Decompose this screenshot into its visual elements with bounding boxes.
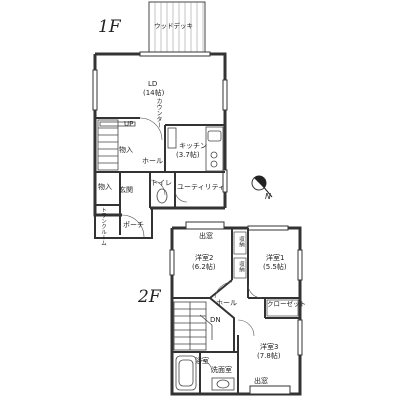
bathtub-2f [175,355,197,391]
interior-walls-2f [172,228,300,394]
closet-a-2f: 収納 [238,236,244,247]
door-swings-2f [199,281,263,373]
washbasin-2f [211,377,235,391]
room-ld: LD [148,80,158,88]
room-western1: 洋室1 [266,254,285,262]
label-bay-window-top: 出窓 [199,232,213,240]
closets-2f [233,231,299,317]
room-entrance: 玄関 [119,186,133,194]
room-western1-size: (5.5帖) [263,263,287,271]
room-porch: ポーチ [123,221,144,229]
interior-walls-1f [94,117,225,239]
room-closet-2f: クローゼット [267,300,306,308]
stairs-2f [173,301,213,351]
label-bay-window-bottom: 出窓 [254,377,268,385]
toilet-1f [156,188,168,204]
room-hall-2f: ホール [216,299,237,307]
room-utility: ユーティリティ [177,183,226,191]
room-western3-size: (7.8帖) [257,352,281,360]
kitchen-fixtures-1f [167,126,224,172]
floor-title-2f: 2F [138,287,161,307]
windows-1f [92,51,228,193]
room-western2: 洋室2 [195,254,214,262]
room-washroom: 洗面室 [211,366,232,374]
room-storage2-1f: 物入 [98,183,112,191]
floor-title-1f: 1F [98,17,121,37]
closet-b-2f: 収納 [238,261,244,272]
windows-2f [169,221,303,395]
walls-2f [170,226,302,396]
room-hall-1f: ホール [142,157,163,165]
room-ld-size: (14帖) [143,89,165,97]
room-western2-size: (6.2帖) [192,263,216,271]
stairs-1f [97,119,136,171]
room-trunk: トランクルーム [100,207,106,246]
label-dn: DN [210,316,221,324]
door-swings-1f [121,117,188,238]
room-kitchen: キッチン [179,142,207,150]
north-arrow-icon [251,175,273,198]
label-counter: カウンター [155,98,162,128]
room-bath: 浴室 [195,357,209,365]
label-up: UP [124,120,134,128]
compass-label: N [265,192,271,201]
room-kitchen-size: (3.7帖) [176,151,200,159]
room-wood-deck: ウッドデッキ [154,22,193,30]
room-storage-1f: 物入 [119,146,133,154]
room-western3: 洋室3 [260,343,279,351]
room-toilet: トイレ [151,179,172,187]
